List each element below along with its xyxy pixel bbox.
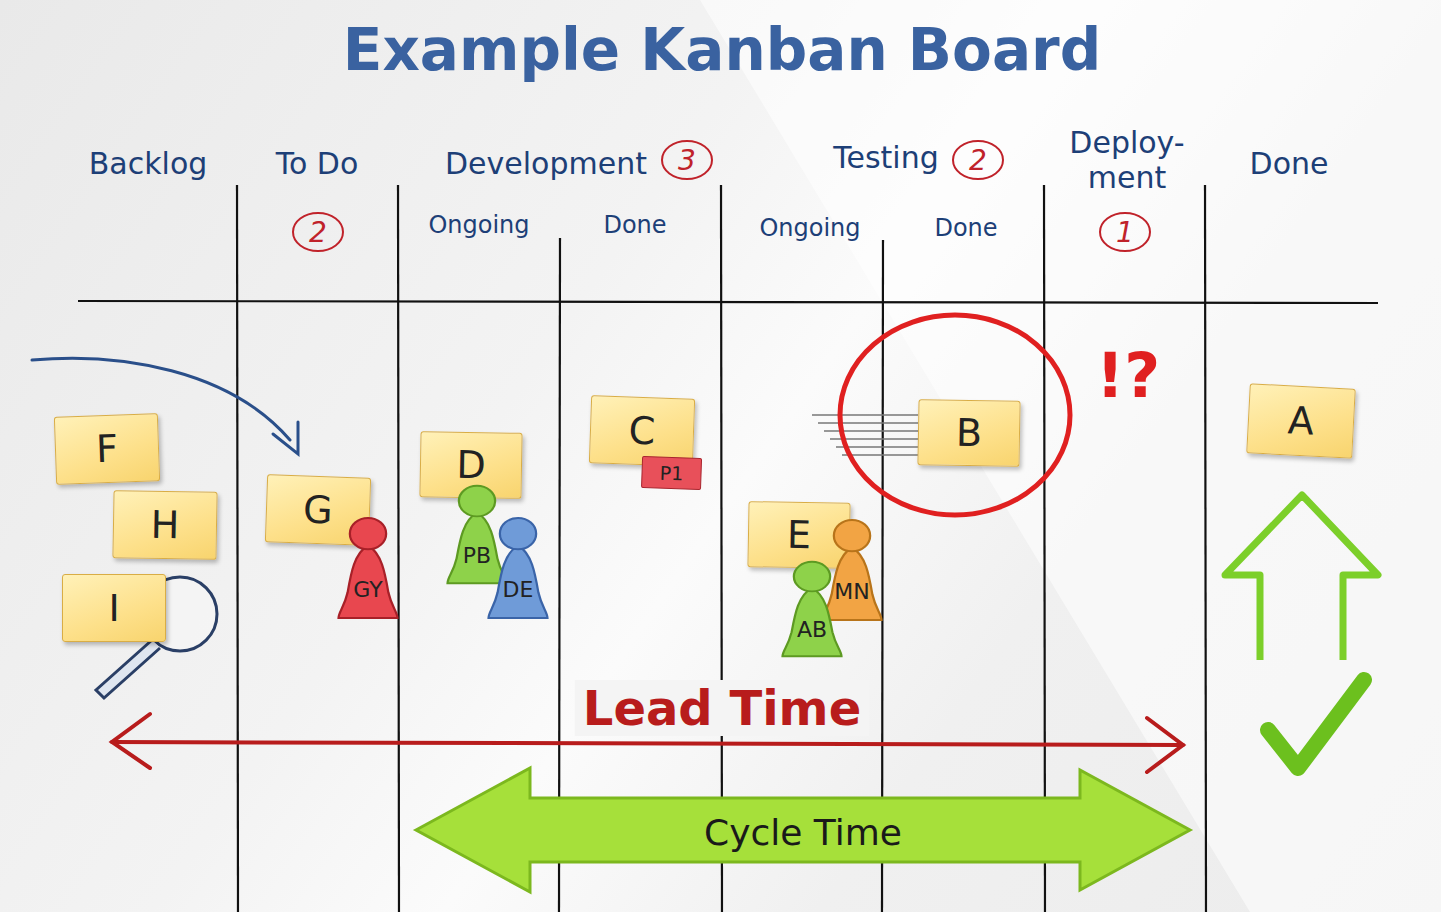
- node-text: PB: [443, 543, 511, 568]
- board-title: Example Kanban Board: [343, 16, 1101, 84]
- team-member-pawn: DE: [484, 514, 552, 622]
- team-member-pawn: GY: [334, 514, 402, 622]
- node-text: DE: [484, 577, 552, 602]
- node-text: F: [95, 427, 118, 472]
- task-card: H: [112, 490, 217, 560]
- node-text: A: [1287, 398, 1315, 443]
- node-text: H: [150, 503, 179, 547]
- task-card: I: [62, 574, 166, 642]
- column-header: Development: [445, 146, 647, 181]
- node-text: 2: [309, 216, 327, 249]
- blocker-circle: [840, 315, 1070, 515]
- node-text: GY: [334, 577, 402, 602]
- task-card: CP1: [589, 395, 695, 467]
- pawn-figure: [334, 514, 402, 622]
- column-header: Deploy- ment: [1057, 126, 1197, 195]
- sub-column-header: Done: [934, 214, 997, 242]
- node-text: G: [303, 487, 334, 532]
- alert-mark: !?: [1096, 339, 1160, 412]
- speed-lines: [812, 415, 918, 455]
- pawn-figure: [778, 558, 846, 660]
- task-card: F: [54, 413, 160, 485]
- light-sweep: [700, 0, 1441, 912]
- node-text: P1: [659, 462, 683, 485]
- cycle-time-label: Cycle Time: [704, 812, 902, 853]
- node-text: I: [108, 586, 119, 630]
- check-mark: [1268, 680, 1364, 768]
- column-header: Testing: [833, 140, 938, 175]
- column-header: To Do: [276, 146, 359, 181]
- column-header: Backlog: [89, 146, 208, 181]
- node-text: 3: [678, 144, 696, 177]
- node-text: E: [787, 513, 812, 557]
- wip-limit-circle: 3: [660, 139, 714, 181]
- sub-column-header: Ongoing: [428, 211, 529, 239]
- board-grid: [78, 185, 1378, 912]
- node-text: 2: [969, 144, 987, 177]
- task-card: B: [917, 399, 1020, 467]
- wip-limit-circle: 1: [1098, 211, 1152, 253]
- sub-column-header: Done: [603, 211, 666, 239]
- pawn-figure: [484, 514, 552, 622]
- cycle-time-arrow: [416, 768, 1190, 892]
- sub-column-header: Ongoing: [759, 214, 860, 242]
- node-text: C: [628, 409, 656, 454]
- done-arrow: [1225, 495, 1378, 660]
- node-text: B: [956, 411, 983, 455]
- lead-time-label: Lead Time: [575, 680, 869, 736]
- node-text: D: [456, 443, 486, 488]
- column-header: Done: [1250, 146, 1329, 181]
- task-card: A: [1246, 383, 1356, 458]
- wip-limit-circle: 2: [291, 211, 345, 253]
- wip-limit-circle: 2: [951, 139, 1005, 181]
- node-text: AB: [778, 617, 846, 642]
- team-member-pawn: AB: [778, 558, 846, 660]
- priority-tag: P1: [641, 456, 702, 490]
- node-text: 1: [1116, 216, 1134, 249]
